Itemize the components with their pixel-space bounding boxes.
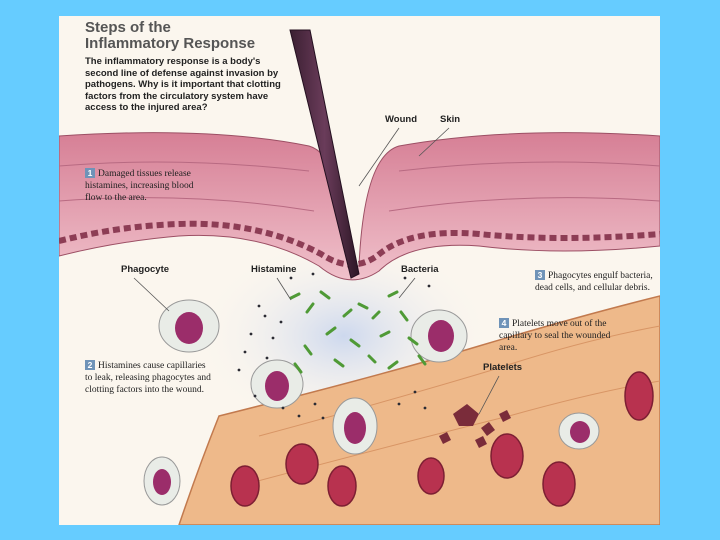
label-platelets: Platelets [483,362,522,373]
step-4-number: 4 [499,318,509,328]
label-bacteria: Bacteria [401,264,439,275]
label-skin: Skin [440,114,460,125]
step-2-text: Histamines cause capillaries to leak, re… [85,361,211,395]
diagram-panel: Steps of the Inflammatory Response The i… [59,16,660,525]
step-3-number: 3 [535,270,545,280]
skin-layer [59,133,660,280]
step-4-text: Platelets move out of the capillary to s… [499,319,610,353]
label-phagocyte: Phagocyte [121,264,169,275]
label-histamine: Histamine [251,264,296,275]
page-title: Steps of the Inflammatory Response [85,20,255,52]
label-wound: Wound [385,114,417,125]
title-line-2: Inflammatory Response [85,36,255,52]
step-3-text: Phagocytes engulf bacteria, dead cells, … [535,271,653,293]
title-line-1: Steps of the [85,20,255,36]
step-1-number: 1 [85,168,95,178]
step-1-text: Damaged tissues release histamines, incr… [85,169,193,203]
step-2-number: 2 [85,360,95,370]
intro-text: The inflammatory response is a body's se… [85,56,295,114]
